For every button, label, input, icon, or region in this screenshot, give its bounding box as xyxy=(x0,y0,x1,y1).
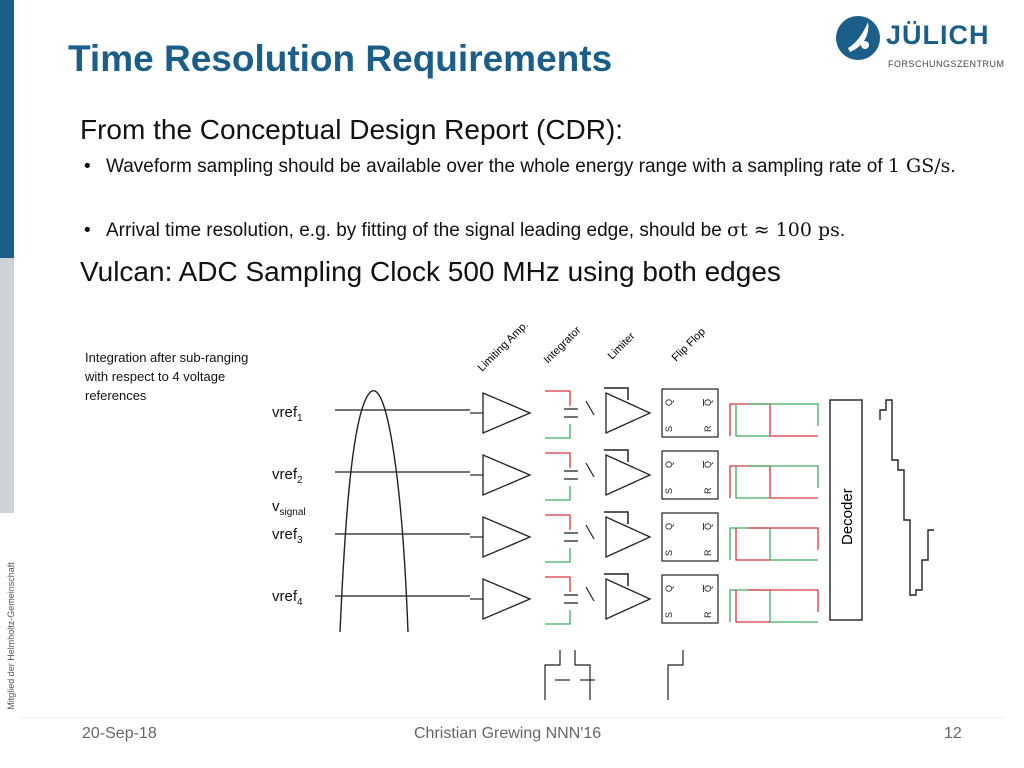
integrator-reset-wire-green xyxy=(545,610,571,625)
bullet-time-math: σt ≈ 100 ps xyxy=(727,219,840,241)
ff-output-red xyxy=(729,403,818,437)
bullet-time-text: Arrival time resolution, e.g. by fitting… xyxy=(106,220,728,241)
limiter-feedback xyxy=(604,573,629,586)
ff-r-label: R xyxy=(703,549,713,556)
ff-output-green-2 xyxy=(748,527,819,550)
limiter-triangle xyxy=(605,453,652,497)
limiting-amp-triangle xyxy=(482,516,532,558)
limiting-amp-triangle xyxy=(482,578,532,620)
label-vref1: vref1 xyxy=(272,404,303,424)
switch xyxy=(585,400,595,416)
juelich-logo-icon xyxy=(836,16,880,60)
ff-s-label: S xyxy=(664,550,674,556)
ff-r-label: R xyxy=(703,425,713,432)
slide-title: Time Resolution Requirements xyxy=(68,38,613,79)
integration-note: Integration after sub-ranging with respe… xyxy=(85,350,249,403)
reference-lines xyxy=(335,409,470,597)
ff-output-green xyxy=(735,404,770,437)
ff-output-green xyxy=(735,466,770,499)
ff-output-red xyxy=(729,465,818,499)
limiter-triangle xyxy=(605,391,652,435)
sidebar-accent-dark xyxy=(0,0,14,258)
flip-flop-box xyxy=(661,450,719,500)
bullet-sampling-text: Waveform sampling should be available ov… xyxy=(106,156,888,177)
ff-qbar-label: Q xyxy=(703,523,713,530)
stage-label-limiter: Limiter xyxy=(606,330,638,362)
ff-r-label: R xyxy=(703,611,713,618)
ff-qbar-label: Q xyxy=(703,399,713,406)
signal-sine-wave xyxy=(339,389,409,633)
ff-qbar-label: Q xyxy=(703,585,713,592)
ff-q-label: Q xyxy=(664,523,674,530)
ff-s-label: S xyxy=(664,426,674,432)
integrator-reset-wire-red xyxy=(545,514,571,530)
bullet-dot: • xyxy=(84,220,91,241)
stage-label-integrator: Integrator xyxy=(542,324,584,366)
bullet-dot: • xyxy=(84,156,91,177)
decoder-label: Decoder xyxy=(839,488,856,545)
heading-cdr: From the Conceptual Design Report (CDR): xyxy=(80,114,624,145)
flip-flop-box xyxy=(661,512,719,562)
switch xyxy=(585,462,595,478)
ff-q-label: Q xyxy=(664,399,674,406)
logo-subtitle: FORSCHUNGSZENTRUM xyxy=(888,59,1005,69)
ff-output-green-2 xyxy=(748,465,819,488)
heading-vulcan: Vulcan: ADC Sampling Clock 500 MHz using… xyxy=(80,256,781,287)
decoder-output-waveform xyxy=(879,399,934,596)
integrator-reset-wire-red xyxy=(545,390,571,406)
stage-label-limiting-amp: Limiting Amp. xyxy=(476,319,531,374)
ff-qbar-label: Q xyxy=(703,461,713,468)
integrator-reset-wire-red xyxy=(545,452,571,468)
footer-date: 20-Sep-18 xyxy=(82,725,157,742)
bullet-sampling-math: 1 GS/s xyxy=(887,155,951,177)
sidebar-accent-light xyxy=(0,258,14,513)
ff-r-label: R xyxy=(703,487,713,494)
label-vsignal: vsignal xyxy=(272,498,306,518)
flip-flop-box xyxy=(661,574,719,624)
limiter-feedback xyxy=(604,511,629,524)
limiter-feedback xyxy=(604,387,629,400)
switch xyxy=(585,524,595,540)
logo-wordmark: JÜLICH xyxy=(886,20,990,50)
limiting-amp-triangle xyxy=(482,454,532,496)
limiting-amp-triangle xyxy=(482,392,532,434)
juelich-logo: JÜLICH FORSCHUNGSZENTRUM xyxy=(834,14,1004,74)
integrator-reset-wire-green xyxy=(545,486,571,501)
flip-flop-box xyxy=(661,388,719,438)
integrator-reset-wire-red xyxy=(545,576,571,592)
integrator-reset-wire-green xyxy=(545,548,571,563)
clock-waveforms xyxy=(544,650,684,700)
ff-q-label: Q xyxy=(664,461,674,468)
stage-label-flip-flop: Flip Flop xyxy=(670,326,708,364)
ff-output-red xyxy=(729,527,818,561)
ff-output-red xyxy=(729,589,818,623)
ff-output-green xyxy=(735,590,770,623)
label-vref2: vref2 xyxy=(272,466,303,486)
ff-q-label: Q xyxy=(664,585,674,592)
decoder-block xyxy=(829,399,863,621)
switch xyxy=(585,586,595,602)
label-vref4: vref4 xyxy=(272,588,303,608)
ff-output-green-2 xyxy=(748,589,819,612)
ff-s-label: S xyxy=(664,612,674,618)
ff-output-green xyxy=(735,528,770,561)
limiter-triangle xyxy=(605,577,652,621)
ff-s-label: S xyxy=(664,488,674,494)
ff-output-green-2 xyxy=(748,403,819,426)
footer-page-number: 12 xyxy=(944,725,962,742)
label-vref3: vref3 xyxy=(272,526,303,546)
limiter-triangle xyxy=(605,515,652,559)
limiter-feedback xyxy=(604,449,629,462)
integrator-reset-wire-green xyxy=(545,424,571,439)
footer-author: Christian Grewing NNN'16 xyxy=(414,725,602,742)
